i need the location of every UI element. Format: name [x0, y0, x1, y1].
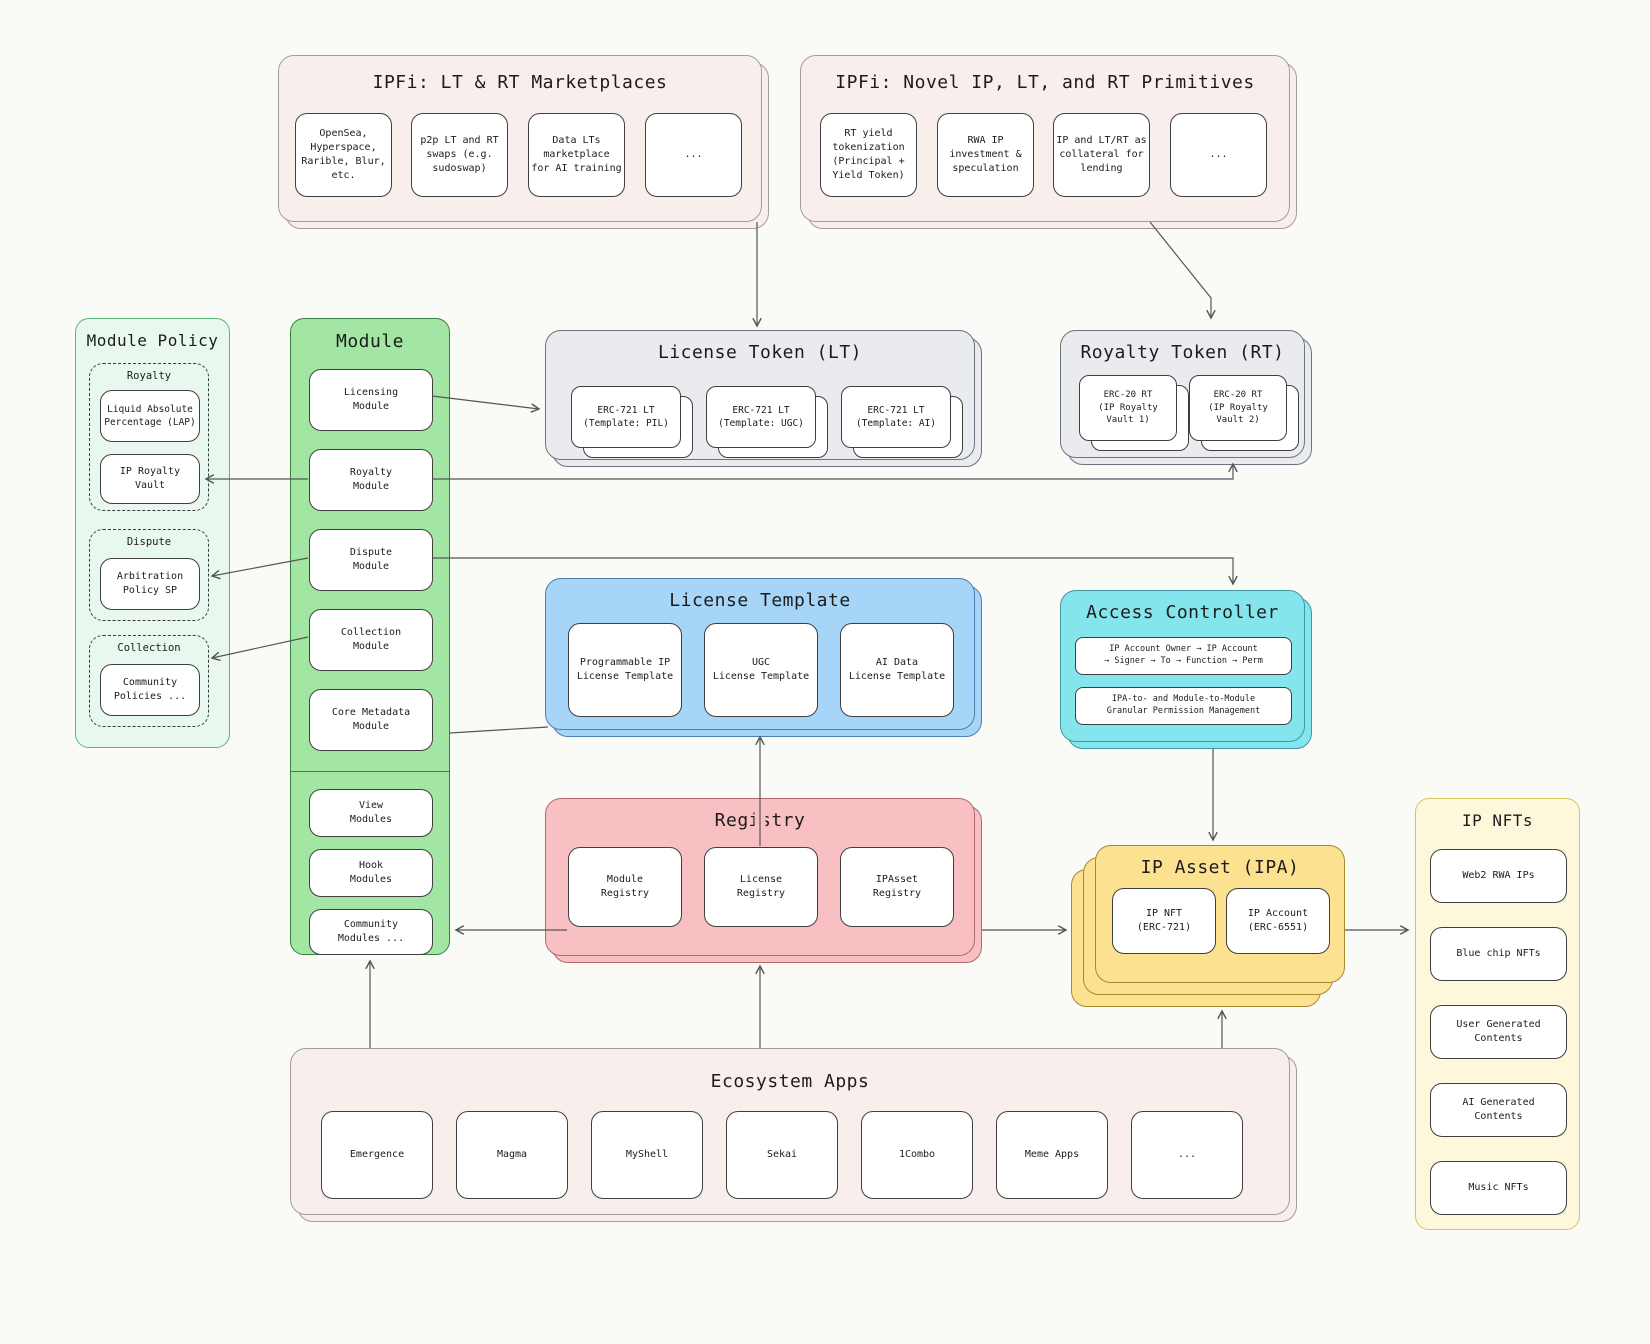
primitive-item-more: ... — [1170, 113, 1267, 197]
lt-card-ai: ERC-721 LT (Template: AI) — [841, 386, 963, 458]
marketplace-item: OpenSea, Hyperspace, Rarible, Blur, etc. — [295, 113, 392, 197]
module-divider — [291, 771, 449, 772]
module-item-community: Community Modules ... — [309, 909, 433, 955]
module-title: Module — [335, 331, 405, 352]
module-policy-title: Module Policy — [86, 331, 219, 350]
rt-card-vault1: ERC-20 RT (IP Royalty Vault 1) — [1079, 375, 1189, 451]
license-template-title: License Template — [669, 590, 851, 611]
ip-asset-panel: IP Asset (IPA) IP NFT (ERC-721) IP Accou… — [1095, 845, 1345, 983]
ecosystem-app-emergence: Emergence — [321, 1111, 433, 1199]
ipfi-primitives-title: IPFi: Novel IP, LT, and RT Primitives — [835, 72, 1255, 93]
marketplace-item: p2p LT and RT swaps (e.g. sudoswap) — [411, 113, 508, 197]
module-item-licensing: Licensing Module — [309, 369, 433, 431]
registry-item-license: License Registry — [704, 847, 818, 927]
license-template-panel: License Template Programmable IP License… — [545, 578, 975, 730]
access-controller-panel: Access Controller IP Account Owner → IP … — [1060, 590, 1305, 742]
royalty-token-title: Royalty Token (RT) — [1080, 342, 1285, 363]
royalty-policy-label: Royalty — [126, 370, 172, 382]
ipa-item-account: IP Account (ERC-6551) — [1226, 888, 1330, 954]
registry-item-ipasset: IPAsset Registry — [840, 847, 954, 927]
primitive-item: RT yield tokenization (Principal + Yield… — [820, 113, 917, 197]
royalty-policy-group: Royalty Liquid Absolute Percentage (LAP)… — [89, 363, 209, 511]
module-policy-panel: Module Policy Royalty Liquid Absolute Pe… — [75, 318, 230, 748]
lt-card-pil: ERC-721 LT (Template: PIL) — [571, 386, 693, 458]
license-token-panel: License Token (LT) ERC-721 LT (Template:… — [545, 330, 975, 460]
policy-item-community: Community Policies ... — [100, 664, 200, 716]
ecosystem-app-more: ... — [1131, 1111, 1243, 1199]
collection-policy-group: Collection Community Policies ... — [89, 635, 209, 727]
wire-core-metadata-to-template — [449, 726, 549, 734]
module-panel: Module Licensing Module Royalty Module D… — [290, 318, 450, 955]
template-item-ugc: UGC License Template — [704, 623, 818, 717]
access-rule-chain: IP Account Owner → IP Account → Signer →… — [1075, 637, 1292, 675]
policy-item-arbitration: Arbitration Policy SP — [100, 558, 200, 610]
ecosystem-app-1combo: 1Combo — [861, 1111, 973, 1199]
ecosystem-app-sekai: Sekai — [726, 1111, 838, 1199]
registry-title: Registry — [714, 810, 806, 831]
primitive-item: IP and LT/RT as collateral for lending — [1053, 113, 1150, 197]
ecosystem-app-myshell: MyShell — [591, 1111, 703, 1199]
module-item-hook: Hook Modules — [309, 849, 433, 897]
module-item-collection: Collection Module — [309, 609, 433, 671]
ecosystem-app-meme: Meme Apps — [996, 1111, 1108, 1199]
lt-card-ugc: ERC-721 LT (Template: UGC) — [706, 386, 828, 458]
ip-nft-item-bluechip: Blue chip NFTs — [1430, 927, 1567, 981]
dispute-policy-label: Dispute — [126, 536, 172, 548]
module-item-royalty: Royalty Module — [309, 449, 433, 511]
collection-policy-label: Collection — [117, 642, 181, 654]
module-item-core-metadata: Core Metadata Module — [309, 689, 433, 751]
module-item-view: View Modules — [309, 789, 433, 837]
ip-nfts-title: IP NFTs — [1462, 811, 1533, 830]
marketplace-item: Data LTs marketplace for AI training — [528, 113, 625, 197]
license-token-title: License Token (LT) — [657, 342, 863, 363]
policy-item-lap: Liquid Absolute Percentage (LAP) — [100, 390, 200, 442]
template-item-ai: AI Data License Template — [840, 623, 954, 717]
ecosystem-app-magma: Magma — [456, 1111, 568, 1199]
royalty-token-panel: Royalty Token (RT) ERC-20 RT (IP Royalty… — [1060, 330, 1305, 458]
module-item-dispute: Dispute Module — [309, 529, 433, 591]
ip-nft-item-music: Music NFTs — [1430, 1161, 1567, 1215]
dispute-policy-group: Dispute Arbitration Policy SP — [89, 529, 209, 621]
rt-card-vault2: ERC-20 RT (IP Royalty Vault 2) — [1189, 375, 1299, 451]
wire-primitives-to-rt — [1149, 221, 1216, 320]
registry-panel: Registry Module Registry License Registr… — [545, 798, 975, 956]
ip-asset-title: IP Asset (IPA) — [1140, 857, 1300, 878]
template-item-pil: Programmable IP License Template — [568, 623, 682, 717]
policy-item-royalty-vault: IP Royalty Vault — [100, 454, 200, 504]
ip-nft-item-ai: AI Generated Contents — [1430, 1083, 1567, 1137]
ip-nft-item-web2: Web2 RWA IPs — [1430, 849, 1567, 903]
ecosystem-panel: Ecosystem Apps Emergence Magma MyShell S… — [290, 1048, 1290, 1215]
access-rule-granular: IPA-to- and Module-to-Module Granular Pe… — [1075, 687, 1292, 725]
registry-item-module: Module Registry — [568, 847, 682, 927]
primitive-item: RWA IP investment & speculation — [937, 113, 1034, 197]
marketplace-item-more: ... — [645, 113, 742, 197]
ecosystem-title: Ecosystem Apps — [710, 1071, 870, 1092]
ip-nft-item-ugc: User Generated Contents — [1430, 1005, 1567, 1059]
access-controller-title: Access Controller — [1086, 602, 1279, 623]
ipfi-marketplaces-title: IPFi: LT & RT Marketplaces — [372, 72, 668, 93]
ip-nfts-panel: IP NFTs Web2 RWA IPs Blue chip NFTs User… — [1415, 798, 1580, 1230]
ipa-item-nft: IP NFT (ERC-721) — [1112, 888, 1216, 954]
